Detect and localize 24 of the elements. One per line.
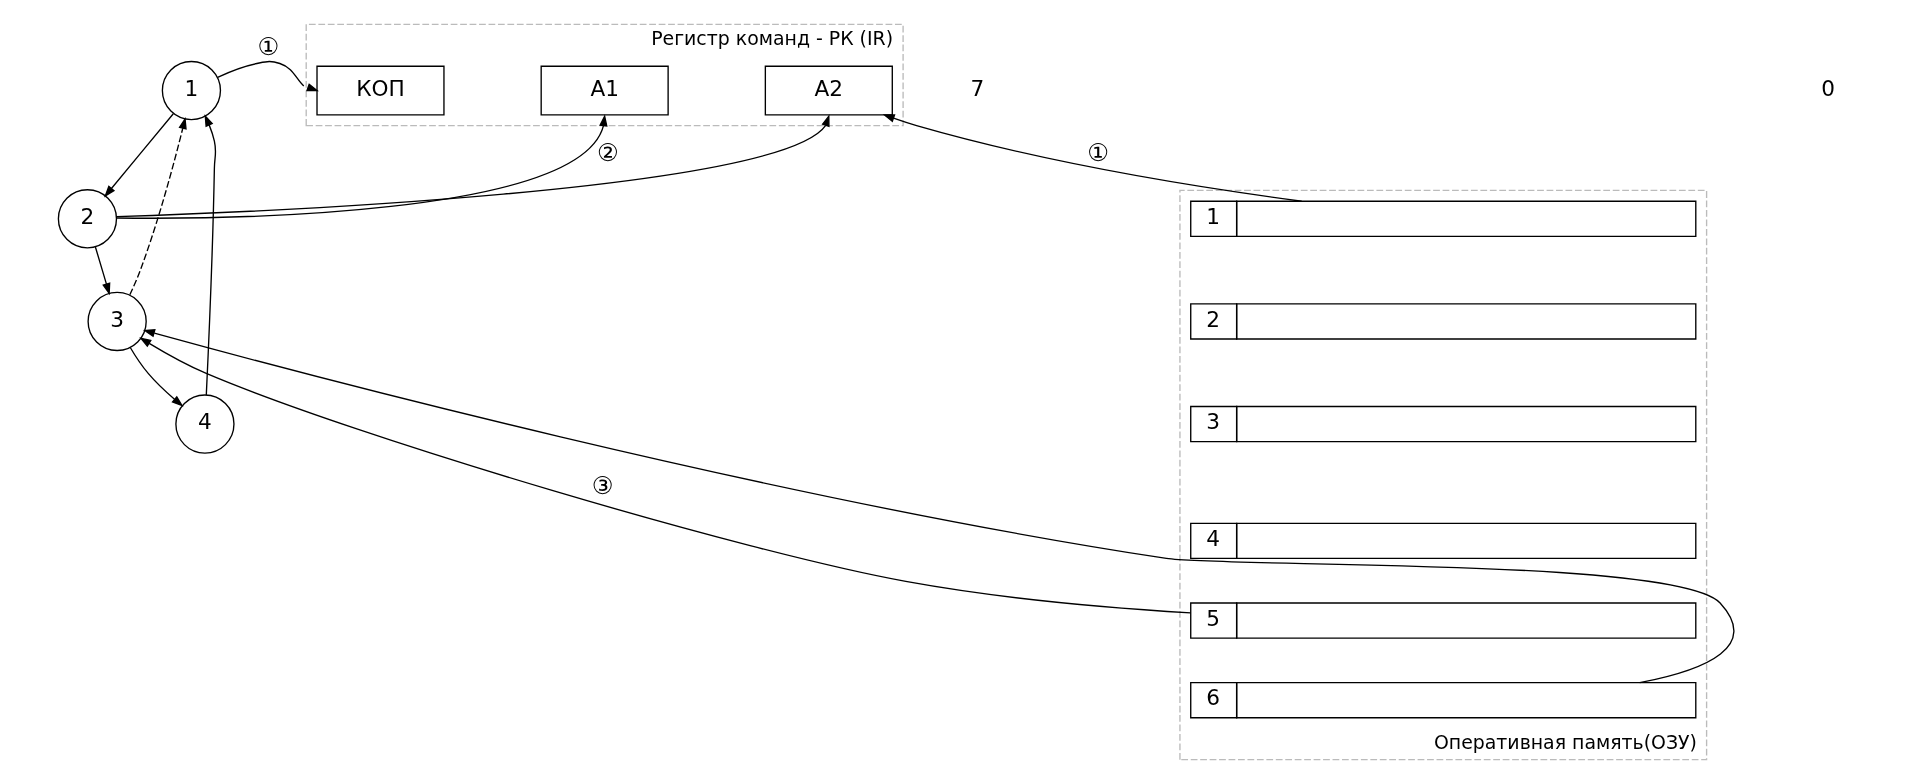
arrow (94, 246, 111, 296)
edge-label: ② (597, 137, 619, 167)
node-box: А1 (540, 65, 669, 116)
arrow (882, 114, 1303, 202)
arrow (142, 329, 1735, 684)
arrow (116, 114, 608, 219)
node-circle: 2 (57, 189, 118, 249)
arrow (204, 114, 217, 396)
label: 0 (1821, 75, 1836, 101)
edge-label: ③ (591, 471, 614, 501)
arrow (129, 346, 184, 407)
edge-label: ① (1087, 137, 1110, 167)
edge-label: ① (257, 31, 280, 61)
node-circle: 3 (87, 291, 147, 352)
node-circle: 4 (175, 394, 235, 454)
arrow (104, 113, 174, 198)
arrow (115, 114, 830, 218)
arrow (129, 117, 187, 296)
arrow (216, 60, 319, 92)
label: 7 (970, 75, 985, 101)
node-box: А2 (764, 65, 893, 116)
node-circle: 1 (161, 60, 222, 121)
arrow (139, 337, 1192, 614)
node-box: КОП (316, 65, 445, 116)
